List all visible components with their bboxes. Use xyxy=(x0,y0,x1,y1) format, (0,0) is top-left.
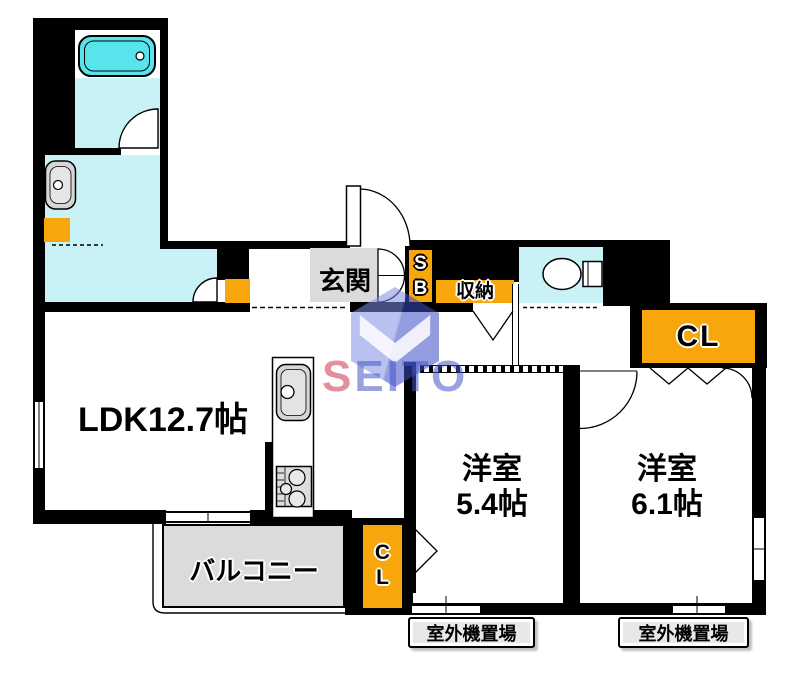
partition-line xyxy=(512,284,519,365)
ldk-label: LDK12.7帖 xyxy=(77,401,249,439)
wall-segment xyxy=(410,240,603,249)
entrance-label: 玄関 xyxy=(318,266,371,296)
outdoor-unit-right-label: 室外機置場 xyxy=(638,623,729,644)
washer-space xyxy=(44,218,70,242)
outdoor-unit-left-box: 室外機置場 xyxy=(408,617,535,648)
room-large-size: 6.1帖 xyxy=(631,488,703,521)
closet-lower-label: C L xyxy=(363,540,402,590)
wall-segment xyxy=(160,241,350,249)
balcony-floor xyxy=(162,524,345,608)
shoe-box-label: S B xyxy=(405,251,436,301)
storage-frame xyxy=(433,246,519,282)
shoe-box-letter-s: S xyxy=(414,253,427,274)
room-large-name: 洋室 xyxy=(637,453,697,486)
shoe-box-letter-b: B xyxy=(413,278,428,299)
bathroom-door-opening xyxy=(121,148,160,156)
bathtub-icon xyxy=(78,35,156,77)
room-small-name: 洋室 xyxy=(462,453,522,486)
entrance-door-leaf xyxy=(345,185,362,247)
outdoor-unit-left-label: 室外機置場 xyxy=(426,623,517,644)
closet-lower-bifold-mark xyxy=(412,526,438,576)
room-small-label: 洋室 5.4帖 xyxy=(419,452,565,522)
wall-segment xyxy=(603,240,670,306)
closet-upper-door-arc xyxy=(721,367,753,399)
toilet-tank-icon xyxy=(582,260,603,288)
closet-upper-label: CL xyxy=(676,320,721,353)
closet-upper-bifold-mark xyxy=(649,367,727,385)
closet-lower xyxy=(363,525,402,608)
entrance-door-arc xyxy=(360,188,411,247)
room-large-label: 洋室 6.1帖 xyxy=(581,452,753,522)
storage-box xyxy=(225,279,250,303)
wall-segment xyxy=(217,241,249,280)
watermark-letters-eito: EITO xyxy=(354,352,469,401)
sliding-door-track xyxy=(420,365,563,373)
bathroom-door-arc xyxy=(118,108,159,149)
wall-segment xyxy=(45,148,121,156)
watermark-text: SEITO xyxy=(322,352,468,402)
toilet-bowl-icon xyxy=(542,257,582,291)
washroom-door-arc xyxy=(192,277,218,303)
room-large-door-arc xyxy=(579,371,638,430)
balcony-label: バルコニー xyxy=(189,556,319,586)
closet-lower-letter-c: C xyxy=(374,541,391,564)
wall-segment xyxy=(160,18,168,249)
watermark-letter-s: S xyxy=(322,352,355,401)
window-room-large xyxy=(673,604,725,615)
closet-upper xyxy=(642,310,755,363)
wall-segment xyxy=(563,365,580,605)
entrance-floor xyxy=(310,248,380,302)
balcony-outline xyxy=(152,524,345,614)
shoe-box xyxy=(409,250,432,302)
storage-bifold-mark xyxy=(472,310,514,342)
closet-lower-letter-l: L xyxy=(376,566,389,589)
room-small-size: 5.4帖 xyxy=(456,488,528,521)
storage-label-band xyxy=(436,280,514,303)
storage-label: 収納 xyxy=(455,281,494,302)
wall-segment xyxy=(33,302,250,312)
wall-segment xyxy=(33,510,166,524)
outdoor-unit-right-box: 室外機置場 xyxy=(618,617,749,648)
